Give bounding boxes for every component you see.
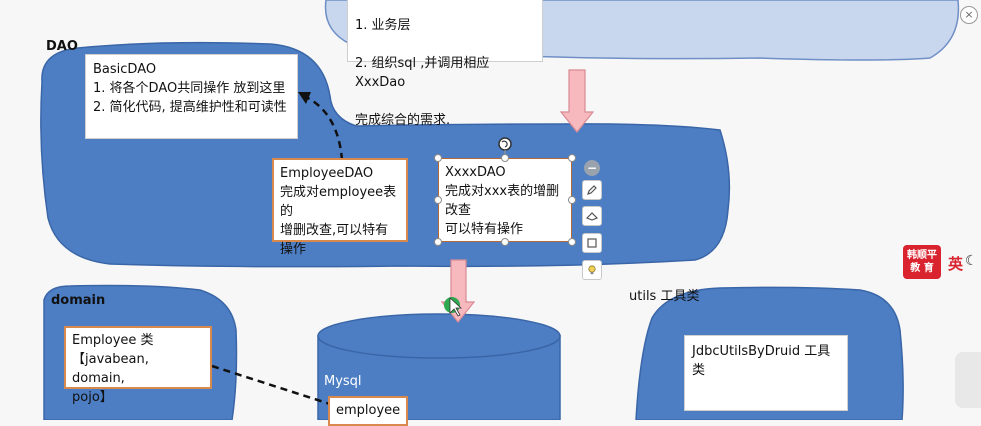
lightbulb-icon[interactable] [582,260,602,280]
employee-dao-box: EmployeeDAO 完成对employee表的 增删改查,可以特有 操作 [272,158,408,257]
selection-handle-top-left[interactable] [434,154,442,162]
arrow-service-to-dao [559,69,595,133]
dao-layer-label: DAO [46,39,78,54]
selection-handle-mid-right[interactable] [568,196,576,204]
domain-layer-label: domain [51,293,106,308]
language-toggle[interactable]: 英 [948,255,964,273]
pencil-icon[interactable] [582,180,602,200]
service-line-2: 2. 组织sql ,并调用相应XxxDao [355,56,490,90]
selection-handle-mid-left[interactable] [434,196,442,204]
jdbc-utils-box: JdbcUtilsByDruid 工具类 [684,335,848,411]
xxxx-dao-box[interactable]: XxxxDAO 完成对xxx表的增删 改查 可以特有操作 [438,158,572,242]
inherit-dashed-curve [303,94,344,161]
selection-handle-bottom-right[interactable] [568,238,576,246]
selection-handle-bottom-left[interactable] [434,238,442,246]
moon-icon[interactable]: ☾ [965,253,978,269]
selection-handle-top-right[interactable] [568,154,576,162]
shape-edit-icon[interactable] [582,206,602,226]
mysql-label: Mysql [324,374,362,389]
inherit-arrowhead [298,92,311,104]
service-layer-box: 1. 业务层 2. 组织sql ,并调用相应XxxDao 完成综合的需求. [347,0,543,128]
frame-icon[interactable] [582,233,602,253]
minus-icon[interactable]: − [584,160,600,176]
rotate-icon[interactable] [498,137,512,151]
selection-handle-top-mid[interactable] [501,154,509,162]
cursor-icon [444,297,463,317]
service-line-3: 完成综合的需求. [355,113,451,128]
basic-dao-box: BasicDAO 1. 将各个DAO共同操作 放到这里 2. 简化代码, 提高维… [85,54,298,139]
employee-table-box: employee [328,396,408,426]
service-line-1: 1. 业务层 [355,18,411,33]
mapping-dashed-line [211,364,331,406]
selection-handle-bottom-mid[interactable] [501,238,509,246]
utils-layer-label: utils 工具类 [629,289,700,304]
brand-logo: 韩顺平 教 育 [903,245,941,279]
side-panel-tab[interactable] [955,352,981,408]
employee-class-box: Employee 类 【javabean, domain, pojo】 [64,326,212,405]
close-icon[interactable]: × [960,6,978,24]
